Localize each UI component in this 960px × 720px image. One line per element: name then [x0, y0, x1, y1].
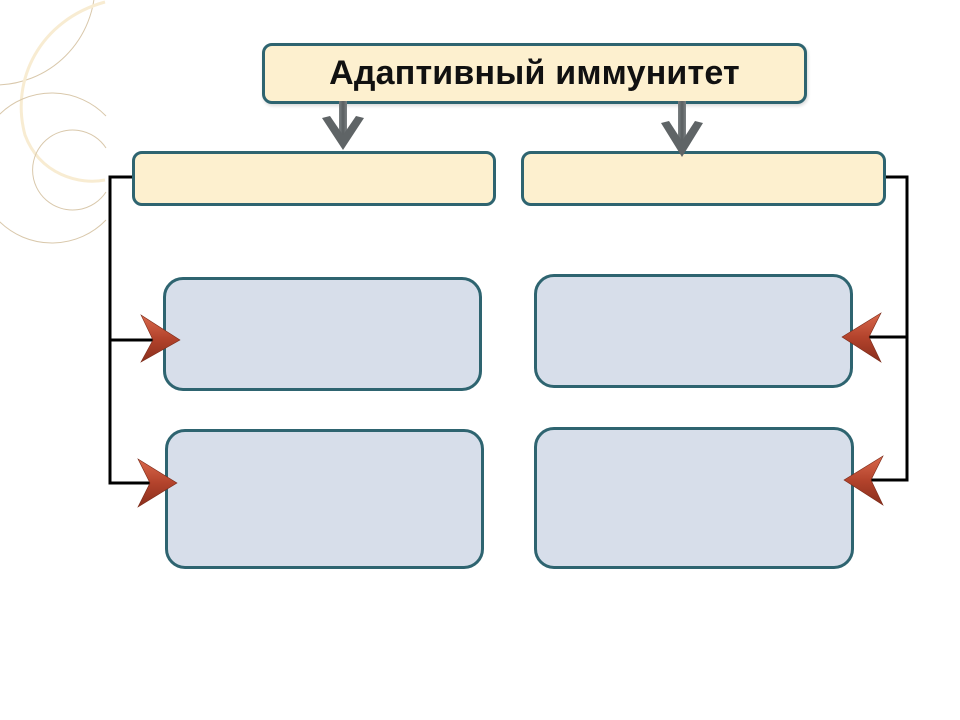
arrowhead-icon [841, 312, 882, 363]
branch-box-right [521, 151, 886, 206]
arrowhead-icon [843, 455, 884, 506]
leaf-box-right-top [534, 274, 853, 388]
branch-box-left [132, 151, 496, 206]
arrowhead-icon [140, 314, 181, 363]
leaf-box-right-bottom [534, 427, 854, 569]
arrow-down-icon [661, 101, 703, 157]
title-box: Адаптивный иммунитет [262, 43, 807, 104]
right-bracket-connector [866, 175, 909, 482]
title-text: Адаптивный иммунитет [329, 54, 740, 92]
leaf-box-left-bottom [165, 429, 484, 569]
leaf-box-left-top [163, 277, 482, 391]
arrowhead-icon [137, 458, 178, 508]
arrow-down-icon [322, 101, 364, 150]
left-bracket-connector [108, 175, 152, 485]
